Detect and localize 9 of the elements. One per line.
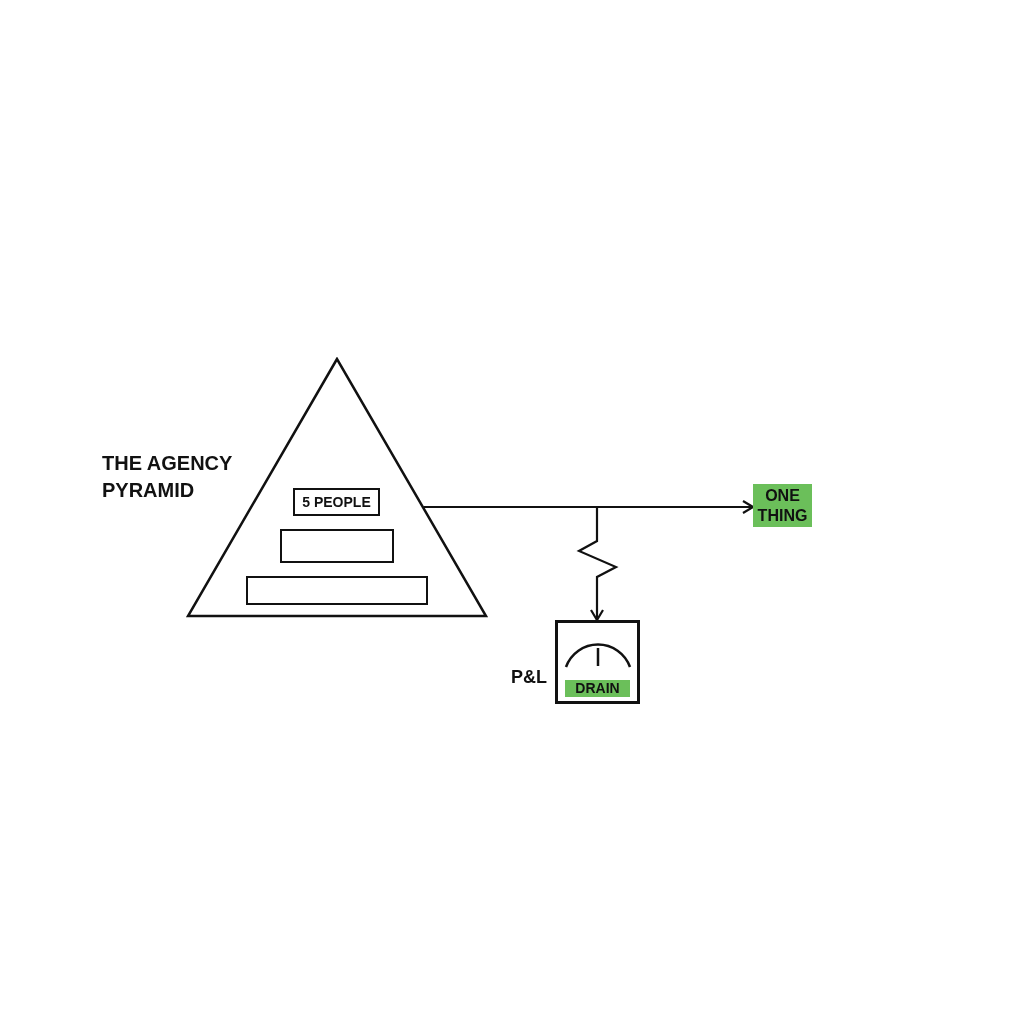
tier-label-box: 5 PEOPLE	[293, 488, 380, 516]
outcome-box: ONE THING	[753, 484, 812, 527]
tier-box	[246, 576, 428, 605]
meter-label: DRAIN	[565, 680, 630, 697]
zigzag-arrow	[423, 505, 619, 622]
meter-box	[555, 620, 640, 704]
meter-caption: P&L	[510, 666, 547, 688]
tier-box	[280, 529, 394, 563]
pyramid-heading: THE AGENCY PYRAMID	[102, 451, 234, 503]
